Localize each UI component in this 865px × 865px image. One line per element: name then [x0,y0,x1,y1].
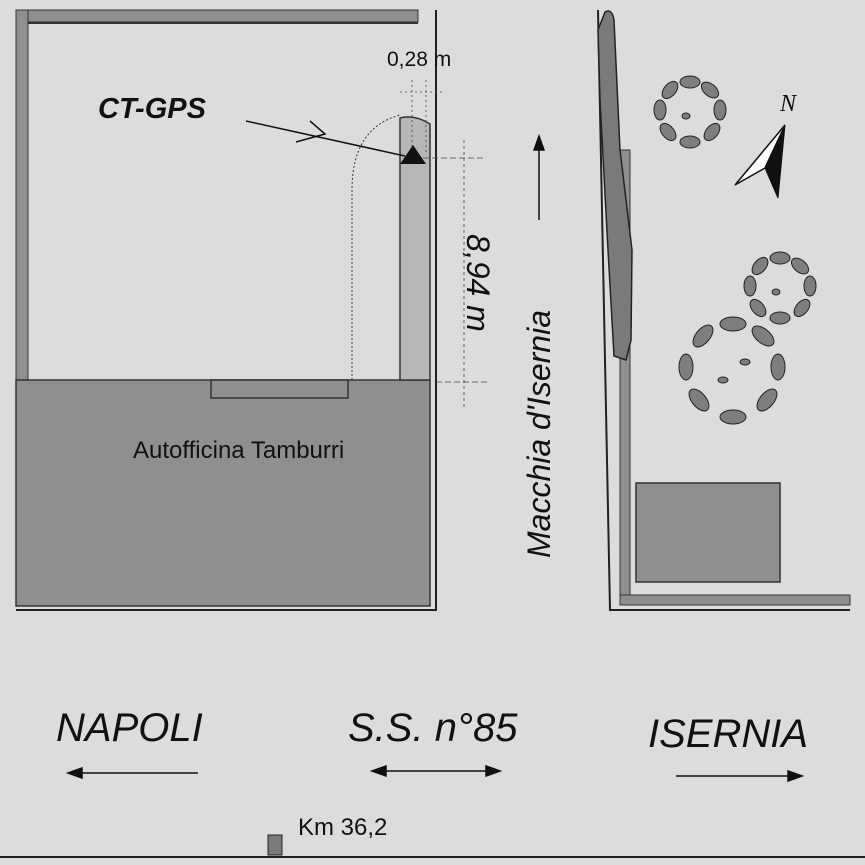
direction-arrows [65,764,805,783]
triangle-marker-icon [400,145,426,164]
gate-pillar [399,116,431,381]
building-autofficina [15,379,431,607]
tree-canopy-icon [653,75,817,425]
east-building [635,482,781,583]
hedge-strip [597,10,633,361]
distance-label: 8,94 m [460,234,496,332]
gate-outline [351,114,401,380]
highway-label: S.S. n°85 [348,706,518,750]
km-marker [267,834,283,856]
north-label: N [780,91,797,117]
kilometer-label: Km 36,2 [298,814,388,841]
east-city-label: ISERNIA [648,712,809,756]
west-city-label: NAPOLI [56,706,203,750]
enclosure-wall [15,9,419,386]
street-label: Macchia d'Isernia [521,310,557,558]
street-arrow [532,133,546,220]
building-label: Autofficina Tamburri [133,437,345,464]
gps-offset-label: 0,28 m [387,48,452,71]
east-boundary [597,9,851,611]
leader-arrow [245,120,406,157]
north-arrow-icon [734,124,786,199]
station-label: CT-GPS [98,93,206,125]
building-entrance [210,379,349,399]
